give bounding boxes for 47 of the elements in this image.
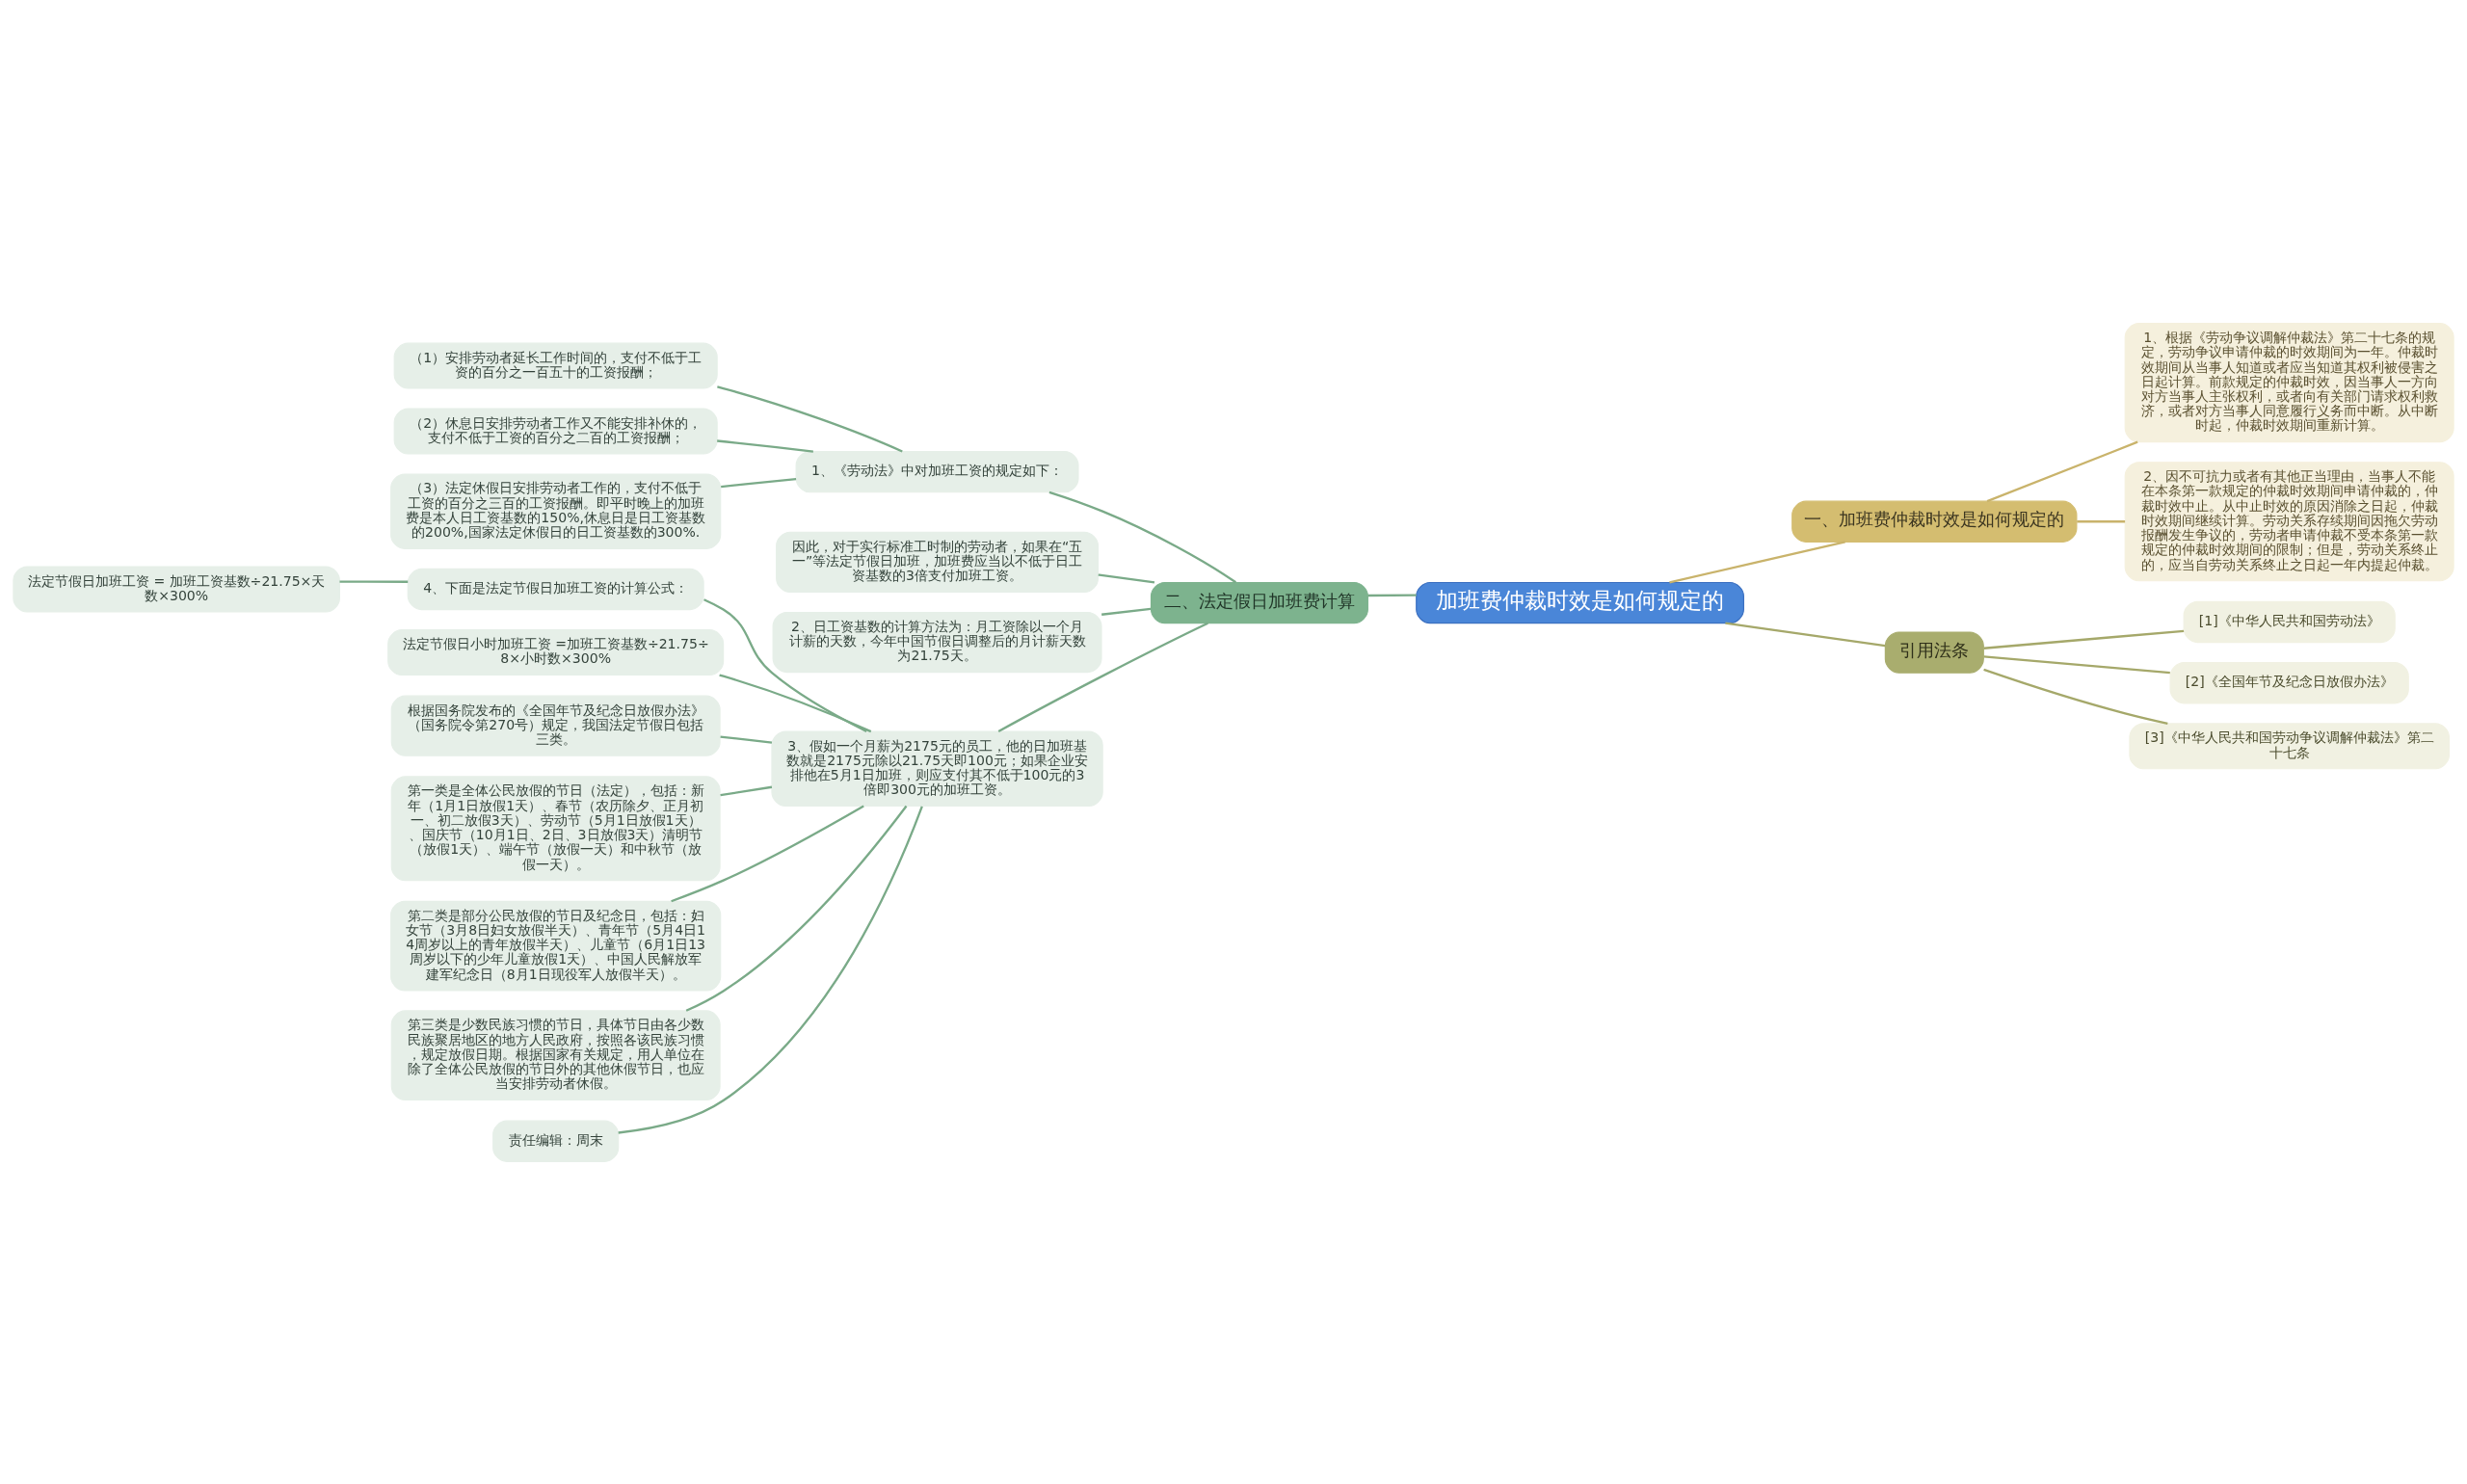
node-box: [3]《中华人民共和国劳动争议调解仲裁法》第二十七条 [2129,722,2450,769]
connector [1367,594,1417,596]
node-box: 法定节假日加班工资 = 加班工资基数÷21.75×天数×300% [13,566,340,612]
node-box: 二、法定假日加班费计算 [1150,581,1368,623]
node-box: 第二类是部分公民放假的节日及纪念日，包括：妇女节（3月8日妇女放假半天）、青年节（5月4日14周岁以上的青年放假半天）、儿童节（6月1日13周岁以下的少年儿童放假1天）、中国人民解放军建军纪念日（8月1日现役军人放假半天）。 [390,900,722,991]
connector [721,477,797,488]
connector [1983,629,2185,649]
node-box: 2、日工资基数的计算方法为：月工资除以一个月计薪的天数，今年中国节假日调整后的月计薪天数为21.75天。 [772,611,1102,673]
connector [720,734,773,744]
connector [719,673,872,732]
connector [717,438,813,453]
node-box: 4、下面是法定节假日加班工资的计算公式： [407,568,704,610]
connector [1101,607,1152,616]
connector [1725,622,1886,647]
node-box: 一、加班费仲裁时效是如何规定的 [1791,500,2078,543]
node-box: 2、因不可抗力或者有其他正当理由，当事人不能在本条第一款规定的仲裁时效期间申请仲裁的，仲裁时效中止。从中止时效的原因消除之日起，仲裁时效期间继续计算。劳动关系存续期间因拖欠劳动报酬发生争议的，劳动者申请仲裁不受本条第一款规定的仲裁时效期间的限制；但是，劳动关系终止的，应当自劳动关系终止之日起一年内提起仲裁。 [2124,461,2454,581]
connector [717,384,903,453]
node-box: 法定节假日小时加班工资 =加班工资基数÷21.75÷8×小时数×300% [387,628,725,676]
connector [997,622,1208,732]
node-box: 第三类是少数民族习惯的节日，具体节日由各少数民族聚居地区的地方人民政府，按照各该民族习惯，规定放假日期。根据国家有关规定，用人单位在除了全体公民放假的节日外的其他休假节日，也应当安排劳动者休假。 [390,1009,721,1100]
connector [1986,440,2138,502]
connector [1098,572,1155,584]
node-box: [1]《中华人民共和国劳动法》 [2183,600,2396,643]
node-box: （2）休息日安排劳动者工作又不能安排补休的，支付不低于工资的百分之二百的工资报酬； [393,408,718,455]
connector [1983,654,2170,674]
node-box: 根据国务院发布的《全国年节及纪念日放假办法》（国务院令第270号）规定，我国法定节假日包括三类。 [390,695,721,756]
connector [1048,490,1236,583]
node-box: 第一类是全体公民放假的节日（法定），包括：新年（1月1日放假1天）、春节（农历除夕、正月初一、初二放假3天）、劳动节（5月1日放假1天）、国庆节（10月1日、2日、3日放假3天）清明节（放假1天）、端午节（放假一天）和中秋节（放假一天）。 [390,775,721,881]
connector [618,806,923,1134]
connector [339,579,409,583]
connector [671,804,864,902]
node-box: 加班费仲裁时效是如何规定的 [1416,581,1744,623]
node-box: 责任编辑：周末 [492,1120,620,1162]
node-box: 1、《劳动法》中对加班工资的规定如下： [795,450,1079,492]
connector [1983,668,2168,725]
node-box: [2]《全国年节及纪念日放假办法》 [2169,661,2409,703]
connector [2077,519,2126,522]
connector [1669,540,1845,584]
node-box: 1、根据《劳动争议调解仲裁法》第二十七条的规定，劳动争议申请仲裁的时效期间为一年。仲裁时效期间从当事人知道或者应当知道其权利被侵害之日起计算。前款规定的仲裁时效，因当事人一方向对方当事人主张权利，或者向有关部门请求权利救济，或者对方当事人同意履行义务而中断。从中断时起，仲裁时效期间重新计算。 [2124,322,2454,442]
connector [703,597,867,732]
node-box: （1）安排劳动者延长工作时间的，支付不低于工资的百分之一百五十的工资报酬； [393,342,718,389]
connector [720,785,773,796]
node-box: 引用法条 [1884,630,1984,674]
node-box: 因此，对于实行标准工时制的劳动者，如果在“五一”等法定节假日加班，加班费应当以不低于日工资基数的3倍支付加班工资。 [776,531,1100,593]
node-box: 3、假如一个月薪为2175元的员工，他的日加班基数就是2175元除以21.75天即100元；如果企业安排他在5月1日加班，则应支付其不低于100元的3倍即300元的加班工资。 [771,730,1103,807]
connector [685,805,908,1012]
node-box: （3）法定休假日安排劳动者工作的，支付不低于工资的百分之三百的工资报酬。即平时晚上的加班费是本人日工资基数的150%,休息日是日工资基数的200%,国家法定休假日的日工资基数的300%. [390,472,722,549]
